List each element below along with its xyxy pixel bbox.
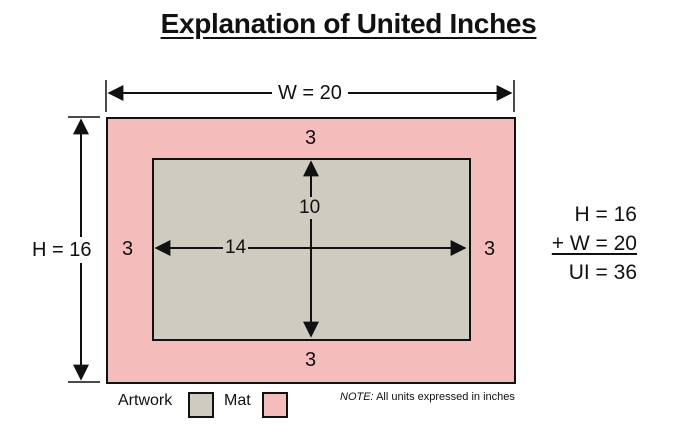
legend-artwork-label: Artwork: [118, 392, 173, 409]
height-label: H = 16: [32, 237, 92, 263]
artwork-height-label: 10: [297, 197, 323, 219]
legend-artwork-swatch: [188, 392, 214, 418]
legend-mat-swatch: [262, 392, 288, 418]
equation-height-line: H = 16: [574, 203, 637, 226]
equation-width-line: + W = 20: [551, 232, 637, 255]
page-title: Explanation of United Inches: [160, 8, 537, 39]
equation-total-line: UI = 36: [568, 261, 637, 284]
mat-right-label: 3: [484, 238, 496, 260]
width-label: W = 20: [272, 82, 348, 104]
mat-top-label: 3: [305, 127, 317, 149]
mat-left-label: 3: [122, 238, 134, 260]
note-prefix: NOTE:: [340, 391, 374, 403]
units-note: NOTE: All units expressed in inches: [340, 391, 515, 403]
note-text: All units expressed in inches: [373, 391, 515, 403]
mat-bottom-label: 3: [305, 349, 317, 371]
united-inches-equation: H = 16 + W = 20 UI = 36: [552, 200, 637, 287]
legend-mat-label: Mat: [224, 392, 251, 409]
artwork-width-label: 14: [223, 237, 249, 259]
